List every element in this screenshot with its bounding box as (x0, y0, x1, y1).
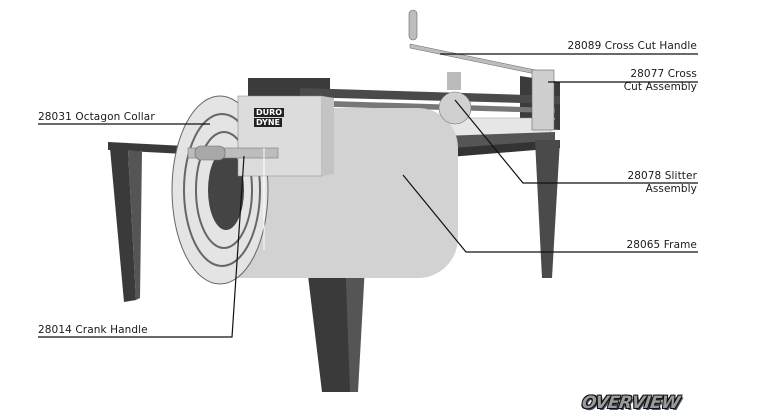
callout-octagon-collar: 28031 Octagon Collar (38, 111, 155, 124)
callout-label-line1: 28078 Slitter (627, 170, 697, 182)
callout-label: 28089 Cross Cut Handle (567, 40, 697, 52)
callout-label-line2: Cut Assembly (623, 81, 697, 93)
slitter-assembly (438, 72, 472, 125)
callout-cross-cut-handle: 28089 Cross Cut Handle (540, 40, 697, 53)
callout-cross-cut-assembly: 28077 Cross Cut Assembly (540, 68, 697, 94)
callout-label: 28014 Crank Handle (38, 324, 148, 336)
callout-frame: 28065 Frame (540, 239, 697, 252)
brand-label-line1: DURO (254, 108, 285, 117)
leader-lines (38, 53, 698, 338)
callout-label: 28065 Frame (626, 239, 697, 251)
gearbox-housing (237, 95, 334, 177)
callout-label-line2: Assembly (645, 183, 697, 195)
brand-label-line2: DYNE (254, 118, 283, 127)
crank-handle (187, 145, 279, 161)
cross-cut-handle (408, 9, 555, 131)
callout-crank-handle: 28014 Crank Handle (38, 324, 148, 337)
overview-title: OVERVIEW (580, 393, 681, 413)
callout-label: 28031 Octagon Collar (38, 111, 155, 123)
callout-label-line1: 28077 Cross (630, 68, 697, 80)
callout-slitter-assembly: 28078 Slitter Assembly (540, 170, 697, 196)
